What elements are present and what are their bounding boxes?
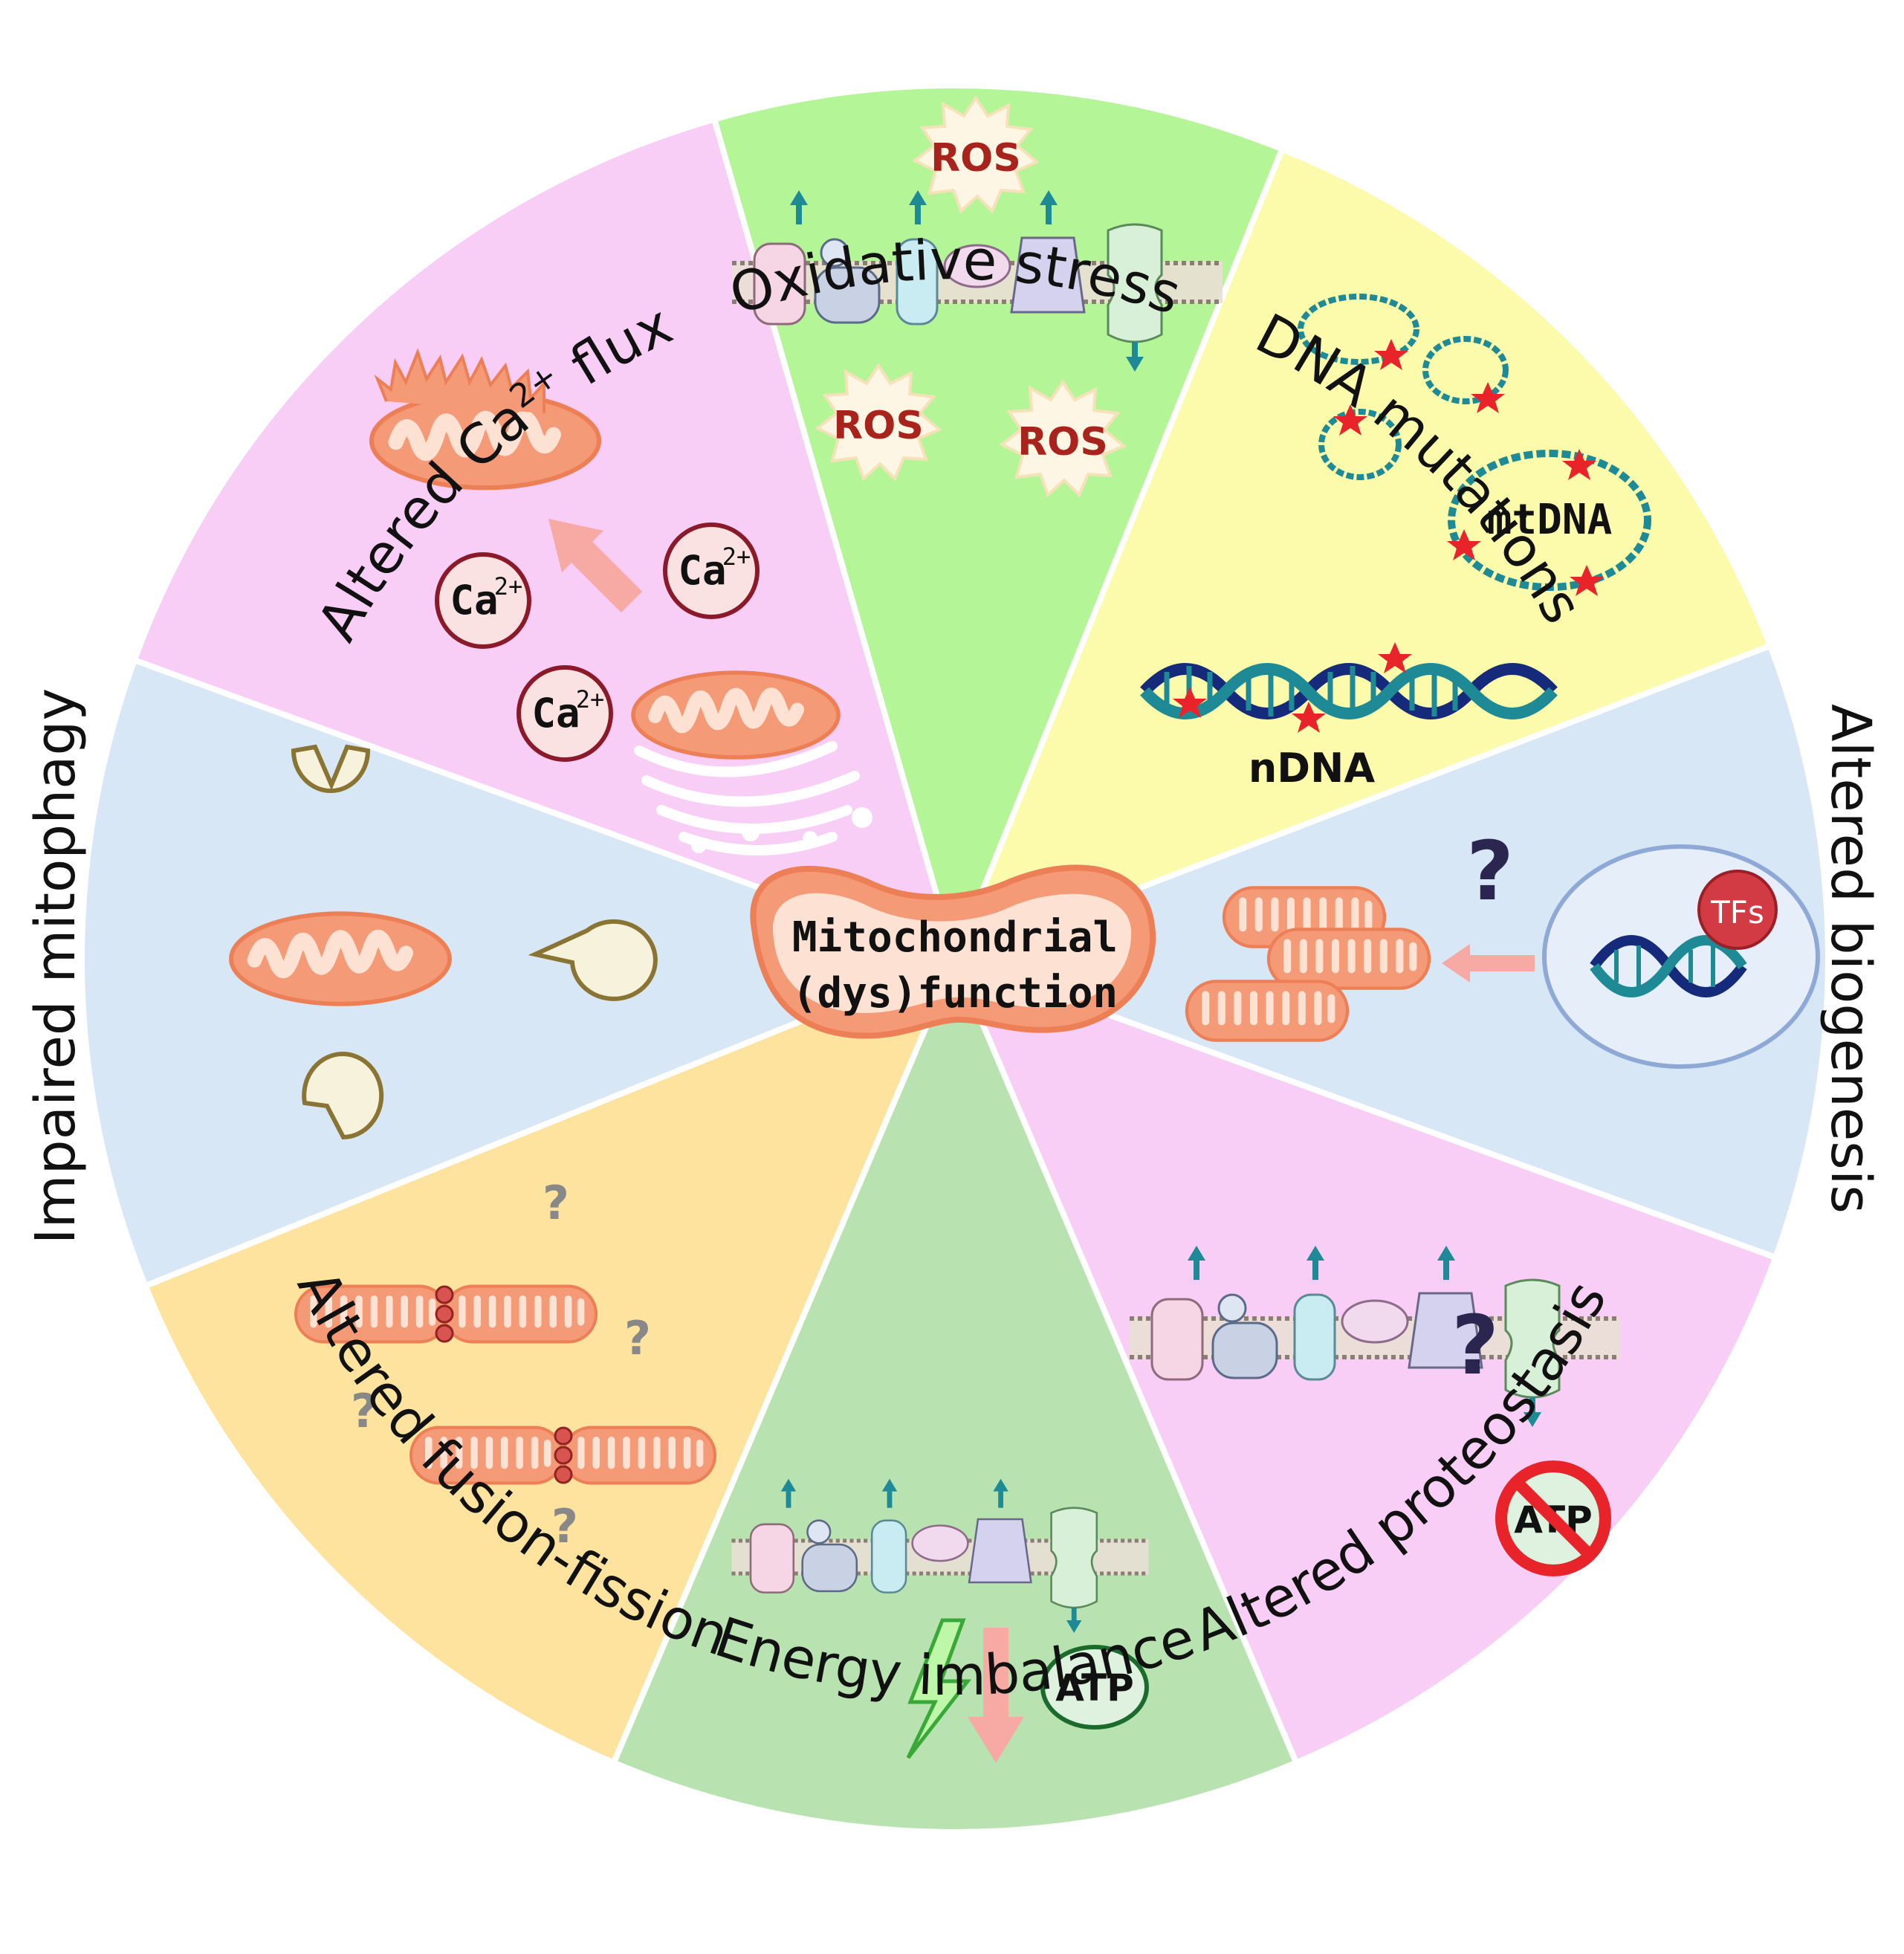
fission-constriction-icon	[554, 1426, 573, 1446]
mtdna-label: mtDNA	[1487, 496, 1613, 544]
arrow-up-left-icon	[566, 536, 643, 613]
altered-fusion-fission-panel: ? ? ? ?	[296, 1176, 715, 1553]
plasmid-icon	[1298, 294, 1419, 365]
svg-text:2+: 2+	[722, 543, 751, 571]
question-mark: ?	[1466, 824, 1514, 919]
plasmid-icon	[1422, 336, 1509, 404]
center-title-line-2: (dys)function	[792, 969, 1118, 1018]
label-altered-biogenesis: Altered biogenesis	[1819, 704, 1882, 1214]
calcium-ion-icon: Ca 2+	[517, 665, 613, 762]
svg-text:Impaired mitophagy: Impaired mitophagy	[24, 688, 88, 1245]
wedge-fusion	[141, 953, 961, 1767]
oxidative-stress-panel: ROS ROS ROS	[732, 97, 1223, 496]
tfs-label: TFs	[1710, 894, 1764, 931]
question-mark: ?	[543, 1176, 569, 1230]
ndna-label: nDNA	[1249, 745, 1375, 792]
question-mark: ?	[351, 1384, 378, 1438]
energy-imbalance-panel: ATP	[732, 1479, 1149, 1763]
ndna-helix-icon	[1140, 642, 1558, 733]
mutation-star-icon	[1333, 339, 1604, 596]
central-mitochondrion: Mitochondrial (dys)function	[750, 864, 1156, 1039]
altered-calcium-flux-panel: Ca 2+ Ca 2+ Ca 2+	[372, 348, 872, 855]
ros-label: ROS	[833, 404, 924, 448]
prohibited-icon	[1495, 1460, 1611, 1576]
plasmid-icon	[1318, 409, 1402, 480]
phagophore-icon	[291, 744, 371, 793]
mtdna-ring-icon	[1448, 450, 1651, 591]
lightning-icon	[906, 1618, 972, 1759]
transcription-factor-icon	[1697, 870, 1778, 950]
phagophore-icon	[302, 1052, 384, 1140]
ros-label: ROS	[930, 136, 1021, 181]
calcium-ion-icon: Ca 2+	[663, 523, 760, 619]
center-title-line-1: Mitochondrial	[792, 913, 1118, 962]
dna-mutations-panel: mtDNA nDNA	[1140, 294, 1651, 792]
svg-text:Ca: Ca	[678, 547, 726, 594]
svg-text:Ca: Ca	[531, 690, 580, 737]
impaired-mitophagy-panel	[231, 744, 658, 1140]
mitochondrion-icon	[563, 1428, 715, 1484]
altered-proteostasis-panel: ? ATP	[1130, 1246, 1620, 1576]
calcium-ion-icon: Ca 2+	[435, 552, 531, 649]
phagophore-icon	[528, 919, 658, 1001]
svg-text:Ca: Ca	[450, 577, 498, 624]
label-impaired-mitophagy: Impaired mitophagy	[24, 688, 88, 1245]
question-mark: ?	[624, 1311, 651, 1365]
ros-label: ROS	[1017, 420, 1108, 465]
atp-label: ATP	[1055, 1666, 1134, 1709]
mitochondrion-icon	[231, 913, 450, 1004]
mitochondrion-icon	[444, 1287, 596, 1342]
wedge-dna	[949, 145, 1775, 965]
fission-constriction-icon	[435, 1285, 454, 1304]
wedge-mitophagy	[79, 656, 964, 1290]
svg-text:2+: 2+	[494, 572, 523, 601]
question-mark: ?	[551, 1499, 578, 1553]
wedge-energy	[609, 951, 1301, 1835]
atp-badge-icon	[1040, 1645, 1149, 1730]
question-mark: ?	[1451, 1298, 1499, 1393]
svg-text:2+: 2+	[576, 685, 605, 714]
altered-biogenesis-panel: TFs ?	[1187, 824, 1820, 1069]
mitochondrion-icon	[633, 673, 838, 757]
svg-text:Altered biogenesis: Altered biogenesis	[1819, 704, 1882, 1214]
